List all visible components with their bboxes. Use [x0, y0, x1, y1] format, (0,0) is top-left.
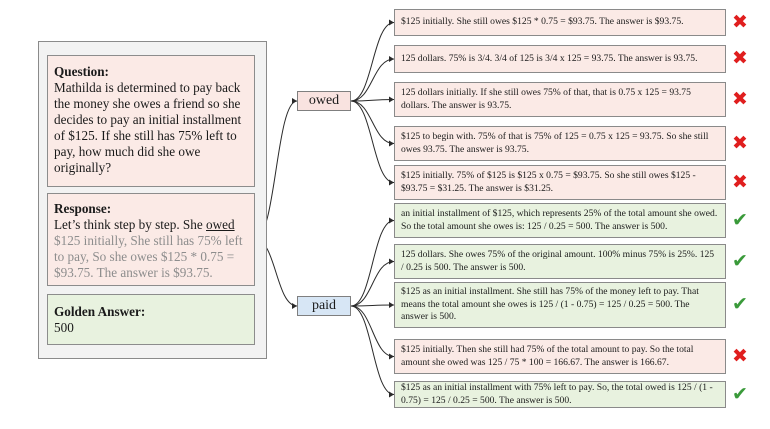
branch-word-owed: owed	[297, 91, 351, 111]
completion-text: an initial installment of $125, which re…	[401, 208, 718, 232]
completion-box-paid-4: $125 initially. Then she still had 75% o…	[394, 339, 726, 374]
connector-paid-4	[350, 305, 395, 357]
completion-box-owed-5: $125 initially. 75% of $125 is $125 x 0.…	[394, 165, 726, 200]
arrowhead-owed-3	[389, 96, 394, 103]
cross-icon: ✖	[732, 47, 748, 69]
completion-text: 125 dollars. 75% is 3/4. 3/4 of 125 is 3…	[401, 52, 698, 64]
completion-box-owed-2: 125 dollars. 75% is 3/4. 3/4 of 125 is 3…	[394, 45, 726, 73]
completion-text: 125 dollars initially. If she still owes…	[401, 87, 691, 111]
arrowhead-owed	[292, 98, 297, 104]
arrowhead-owed-2	[389, 56, 394, 62]
cross-icon: ✖	[732, 87, 748, 110]
completion-box-paid-2: 125 dollars. She owes 75% of the origina…	[394, 244, 726, 279]
connector-paid-2	[350, 261, 395, 307]
arrowhead-paid-3	[389, 302, 394, 308]
golden-answer-label: Golden Answer:	[54, 304, 146, 319]
completion-box-owed-4: $125 to begin with. 75% of that is 75% o…	[394, 126, 726, 161]
question-text: Mathilda is determined to pay back the m…	[54, 80, 242, 175]
completion-box-owed-1: $125 initially. She still owes $125 * 0.…	[394, 9, 726, 36]
check-icon: ✔	[732, 382, 748, 405]
cross-icon: ✖	[732, 344, 748, 367]
completion-text: $125 initially. Then she still had 75% o…	[401, 344, 694, 368]
connector-paid-3	[350, 304, 395, 307]
cross-icon: ✖	[732, 10, 748, 33]
completion-box-paid-5: $125 as an initial installment with 75% …	[394, 381, 726, 408]
golden-answer-box: Golden Answer: 500	[47, 294, 255, 345]
completion-text: $125 as an initial installment with 75% …	[401, 382, 713, 406]
completion-text: $125 initially. 75% of $125 is $125 x 0.…	[401, 170, 696, 194]
cross-icon: ✖	[732, 131, 748, 154]
check-icon: ✔	[732, 249, 748, 272]
completion-box-paid-3: $125 as an initial installment. She stil…	[394, 282, 726, 328]
response-continuation: $125 initially, She still has 75% left t…	[54, 233, 243, 280]
arrowhead-owed-1	[389, 19, 394, 26]
response-box: Response: Let’s think step by step. She …	[47, 193, 255, 286]
connector-paid-5	[350, 305, 395, 395]
cross-icon: ✖	[732, 170, 748, 193]
response-keyword: owed	[206, 217, 235, 232]
connector-owed-2	[350, 58, 395, 102]
arrowhead-paid-2	[389, 258, 394, 265]
check-icon: ✔	[732, 208, 748, 231]
check-icon: ✔	[732, 293, 748, 315]
question-box: Question: Mathilda is determined to pay …	[47, 55, 255, 187]
branch-word-paid: paid	[297, 296, 351, 316]
arrowhead-paid-5	[389, 391, 394, 398]
arrowhead-owed-4	[389, 140, 394, 147]
arrowhead-paid-4	[389, 353, 394, 360]
question-label: Question:	[54, 64, 109, 79]
completion-text: $125 initially. She still owes $125 * 0.…	[401, 16, 684, 28]
connector-owed-5	[350, 100, 395, 183]
arrowhead-paid	[292, 303, 297, 309]
completion-text: 125 dollars. She owes 75% of the origina…	[401, 249, 715, 273]
golden-answer-value: 500	[54, 320, 74, 335]
connector-paid-1	[350, 220, 395, 307]
connector-owed-4	[350, 100, 395, 144]
completion-box-paid-1: an initial installment of $125, which re…	[394, 203, 726, 238]
completion-text: $125 to begin with. 75% of that is 75% o…	[401, 131, 709, 155]
arrowhead-paid-1	[389, 217, 394, 224]
completion-box-owed-3: 125 dollars initially. If she still owes…	[394, 82, 726, 117]
connector-owed-1	[350, 22, 395, 102]
response-prefix: Let’s think step by step. She	[54, 217, 207, 232]
response-label: Response:	[54, 201, 112, 216]
arrowhead-owed-5	[389, 179, 394, 186]
completion-text: $125 as an initial installment. She stil…	[401, 286, 699, 323]
